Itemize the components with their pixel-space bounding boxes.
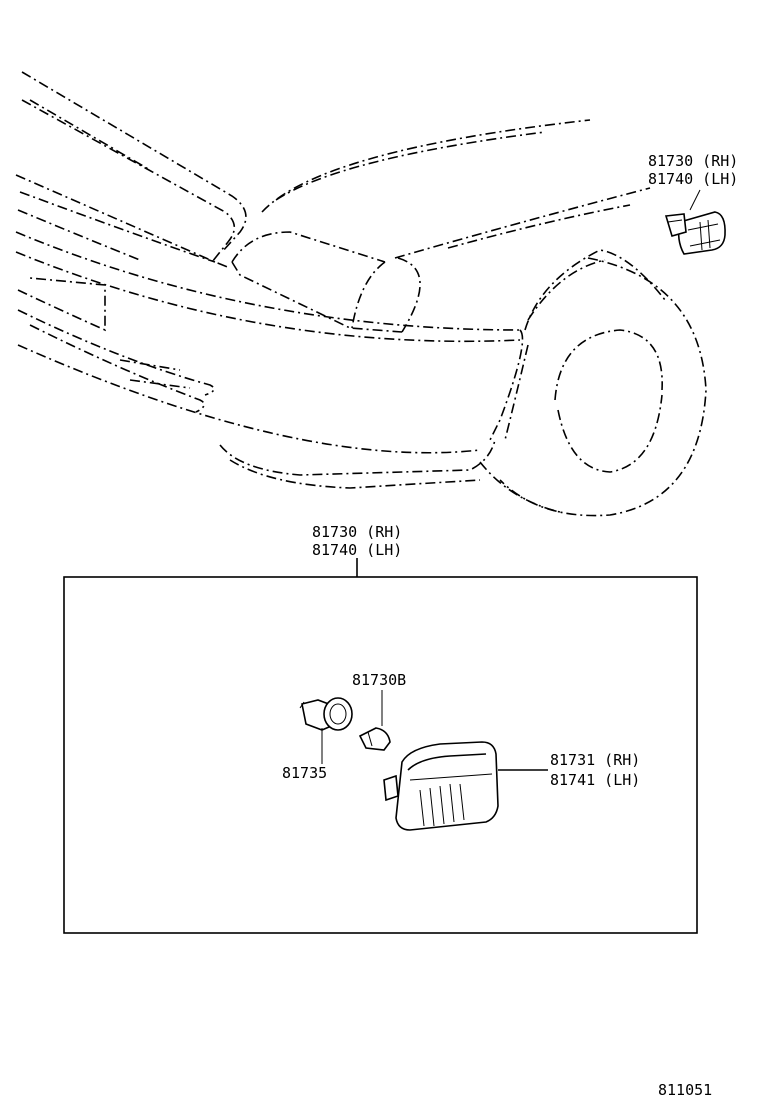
top-callout-rh: 81730 (RH) xyxy=(648,152,739,170)
lens-housing-lh: 81741 (LH) xyxy=(550,771,641,789)
side-marker-on-vehicle xyxy=(664,211,726,255)
bulb-part xyxy=(358,690,391,751)
figure-number: 811051 xyxy=(658,1081,713,1099)
callout-box xyxy=(63,558,698,934)
vehicle-outline xyxy=(15,71,707,517)
box-callout-lh: 81740 (LH) xyxy=(312,541,403,559)
box-callout-rh: 81730 (RH) xyxy=(312,523,403,541)
bulb-socket-part xyxy=(299,697,353,764)
leader-lines xyxy=(689,189,701,211)
bulb-socket-label: 81730B xyxy=(352,671,407,689)
lens-housing-part xyxy=(383,741,548,831)
bulb-label: 81735 xyxy=(282,764,328,782)
lens-housing-rh: 81731 (RH) xyxy=(550,751,641,769)
top-callout-lh: 81740 (LH) xyxy=(648,170,739,188)
